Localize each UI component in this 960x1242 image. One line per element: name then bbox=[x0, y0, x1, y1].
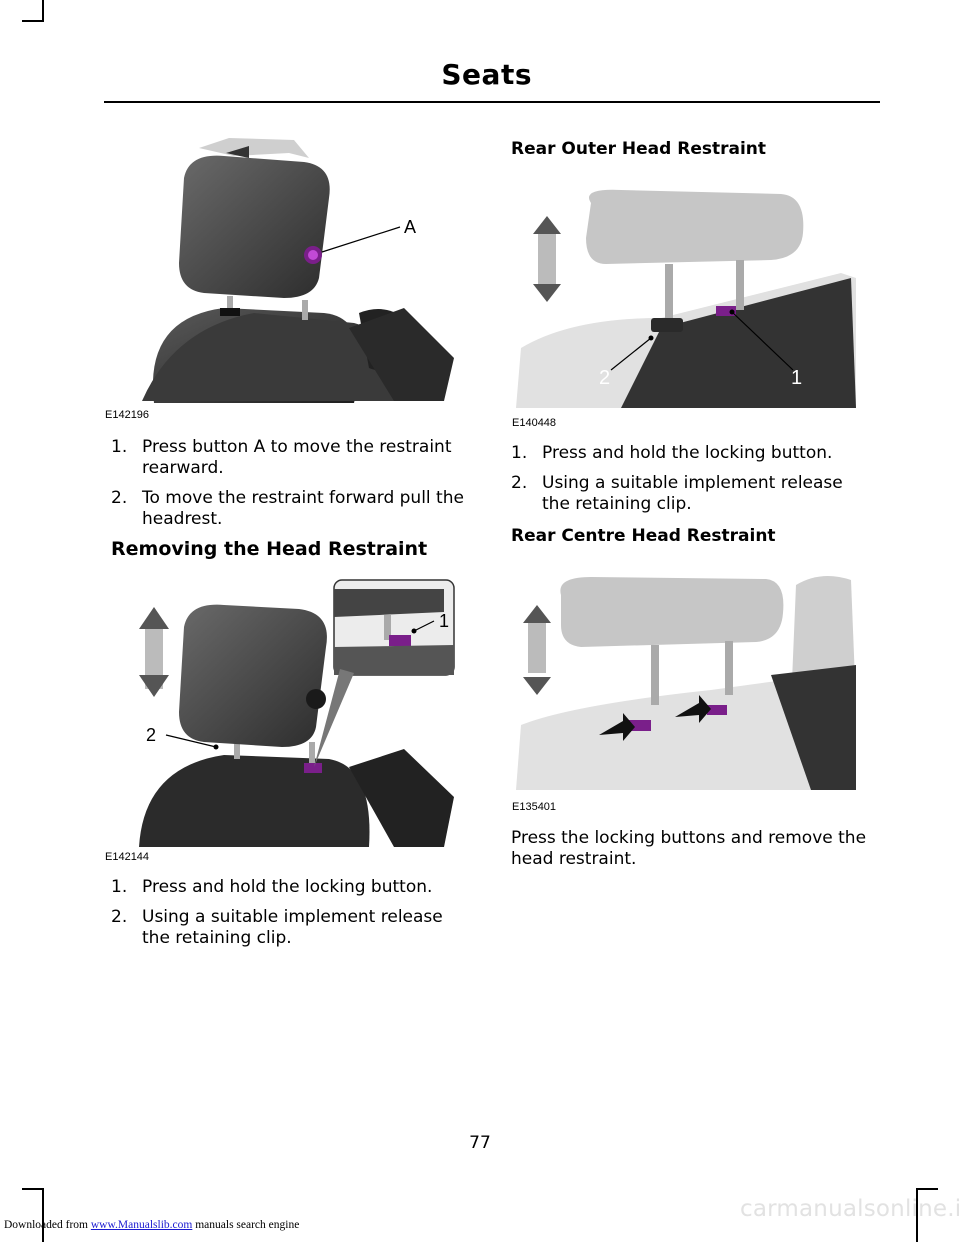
footer: Downloaded from www.Manualslib.com manua… bbox=[4, 1219, 300, 1231]
figure-code: E142144 bbox=[105, 851, 150, 863]
figure-code: E140448 bbox=[512, 417, 557, 429]
adjust-steps-list: 1.Press button A to move the restraint r… bbox=[111, 437, 471, 539]
section-heading: Removing the Head Restraint bbox=[111, 538, 428, 560]
crop-mark bbox=[916, 1188, 918, 1242]
page-number: 77 bbox=[469, 1133, 491, 1153]
list-item: 1.Press button A to move the restraint r… bbox=[111, 437, 452, 478]
figure-headrest-tilt: A E142196 bbox=[104, 118, 460, 428]
crop-mark bbox=[916, 1188, 938, 1190]
list-item: 2.Using a suitable implement release the… bbox=[111, 907, 443, 948]
section-heading: Rear Centre Head Restraint bbox=[511, 526, 776, 546]
centre-instruction: Press the locking buttons and remove the… bbox=[511, 828, 867, 869]
crop-mark bbox=[42, 0, 44, 22]
callout-2-label: 2 bbox=[599, 367, 610, 389]
callout-1-label: 1 bbox=[791, 367, 802, 389]
callout-1-label: 1 bbox=[439, 611, 449, 631]
list-item: 1.Press and hold the locking button. bbox=[511, 443, 833, 463]
crop-mark bbox=[22, 1188, 44, 1190]
figure-headrest-removal: 1 2 E142144 bbox=[104, 577, 460, 867]
list-item: 2.Using a suitable implement release the… bbox=[511, 473, 843, 514]
outer-steps-list: 1.Press and hold the locking button. 2.U… bbox=[511, 443, 876, 524]
page-title: Seats bbox=[441, 58, 532, 91]
figure-rear-centre-restraint: E135401 bbox=[511, 565, 856, 815]
list-item: 1.Press and hold the locking button. bbox=[111, 877, 433, 897]
section-heading: Rear Outer Head Restraint bbox=[511, 139, 766, 159]
crop-mark bbox=[22, 20, 44, 22]
callout-a-label: A bbox=[404, 217, 416, 237]
figure-rear-outer-restraint: 2 1 E140448 bbox=[511, 178, 856, 430]
figure-code: E135401 bbox=[512, 801, 557, 813]
manualslib-link[interactable]: www.Manualslib.com bbox=[90, 1219, 193, 1231]
callout-2-label: 2 bbox=[146, 725, 156, 745]
figure-code: E142196 bbox=[105, 409, 150, 421]
remove-steps-list: 1.Press and hold the locking button. 2.U… bbox=[111, 877, 473, 958]
title-rule bbox=[104, 101, 880, 103]
list-item: 2.To move the restraint forward pull the… bbox=[111, 488, 464, 529]
crop-mark bbox=[42, 1188, 44, 1242]
watermark: carmanualsonline.info bbox=[740, 1196, 960, 1222]
